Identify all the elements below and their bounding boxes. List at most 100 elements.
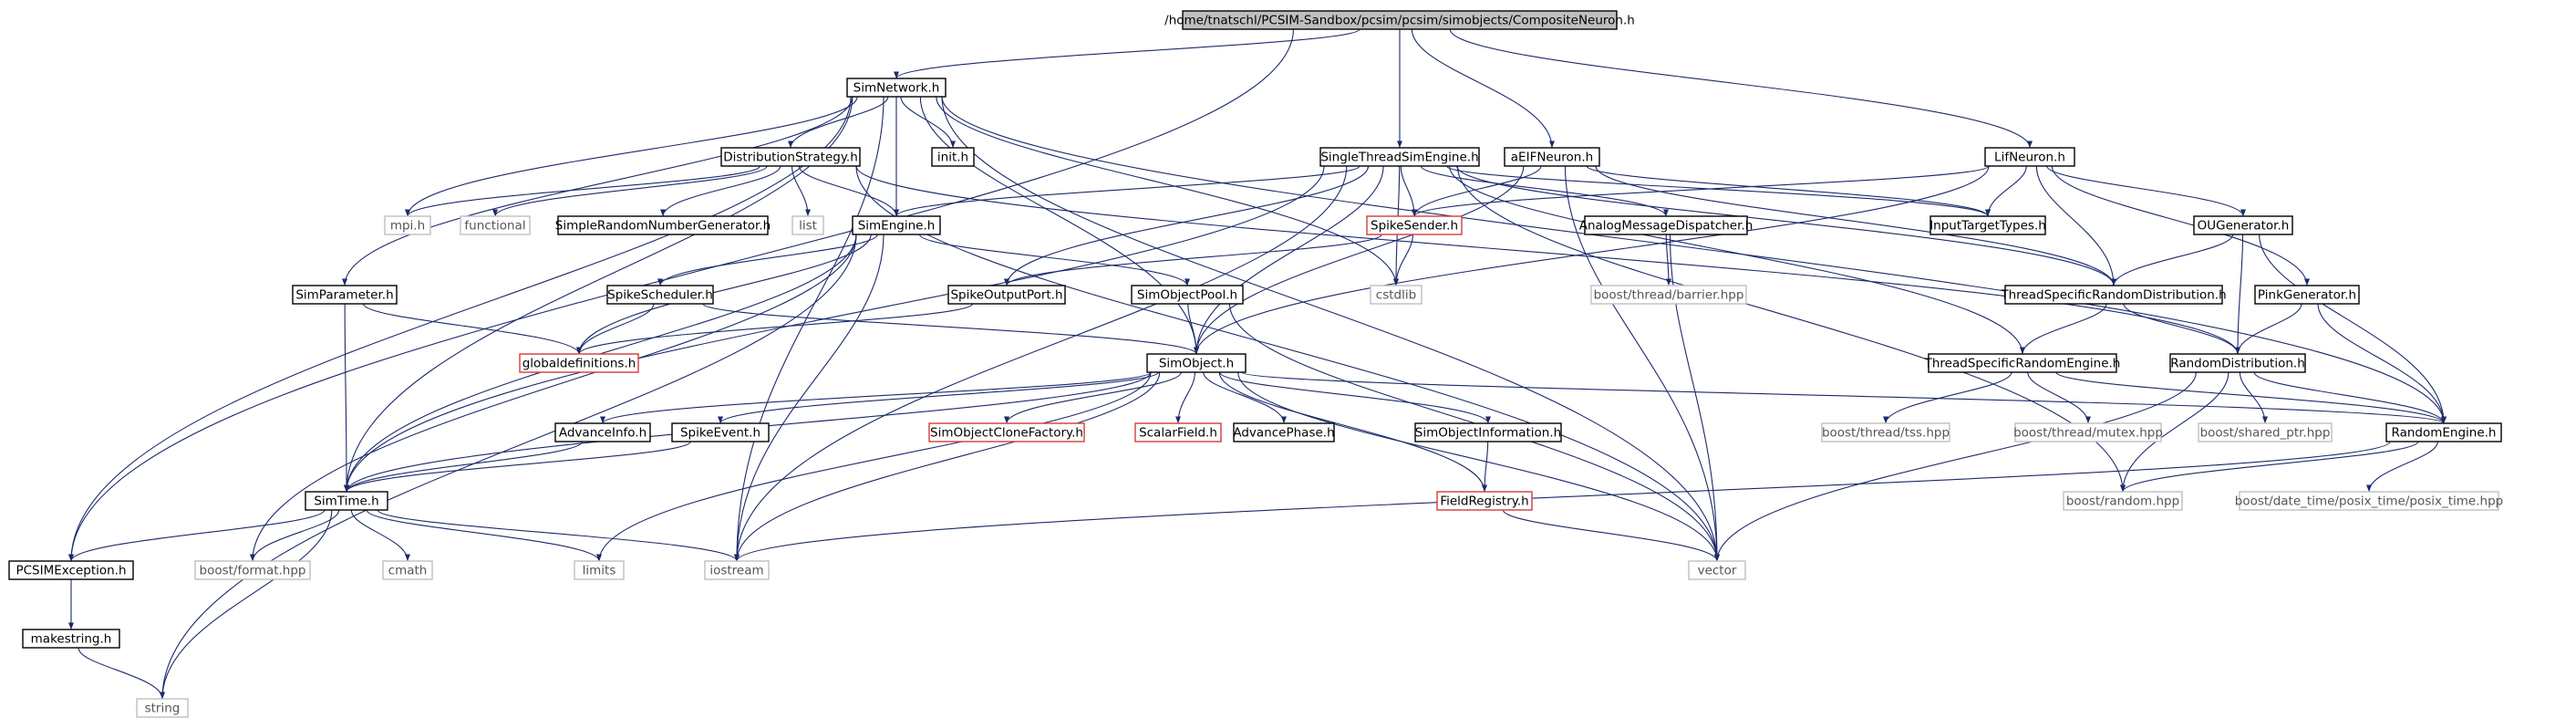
node-makestring[interactable]: makestring.h bbox=[22, 629, 120, 649]
edge-simobject-to-iostream bbox=[733, 371, 1161, 562]
node-tsrengine[interactable]: ThreadSpecificRandomEngine.h bbox=[1924, 353, 2121, 373]
edge-lif-to-simobject bbox=[1193, 165, 1990, 355]
node-fieldreg[interactable]: FieldRegistry.h bbox=[1436, 491, 1533, 511]
node-ougen[interactable]: OUGenerator.h bbox=[2193, 215, 2293, 235]
edge-singlethread-to-tsrdist bbox=[1456, 165, 2116, 286]
node-simnetwork[interactable]: SimNetwork.h bbox=[846, 78, 947, 98]
edge-pinkgen-to-randdist bbox=[2234, 303, 2302, 355]
node-simtime[interactable]: SimTime.h bbox=[305, 491, 388, 511]
node-pcsimexc[interactable]: PCSIMException.h bbox=[8, 560, 134, 580]
node-inputtarget[interactable]: InputTargetTypes.h bbox=[1929, 215, 2046, 235]
node-label: AdvancePhase.h bbox=[1233, 426, 1334, 441]
node-box bbox=[2169, 353, 2306, 373]
node-diststrat[interactable]: DistributionStrategy.h bbox=[720, 147, 861, 167]
edge-line bbox=[1193, 165, 1525, 355]
node-advinfo[interactable]: AdvanceInfo.h bbox=[554, 422, 651, 442]
edge-line bbox=[1481, 441, 1489, 493]
edge-singlethread-to-spikeout bbox=[1003, 165, 1370, 286]
edge-simnetwork-to-simparam bbox=[341, 96, 853, 286]
node-randdist[interactable]: RandomDistribution.h bbox=[2169, 353, 2306, 373]
edge-line bbox=[363, 303, 583, 355]
edge-line bbox=[2259, 234, 2447, 424]
node-singlethread[interactable]: SingleThreadSimEngine.h bbox=[1319, 147, 1480, 167]
edge-simtime-to-string bbox=[159, 509, 333, 700]
edge-line bbox=[78, 647, 166, 700]
edge-spikesched-to-globaldef bbox=[575, 303, 655, 355]
node-label: list bbox=[799, 219, 817, 234]
node-analogdisp[interactable]: AnalogMessageDispatcher.h bbox=[1579, 215, 1754, 235]
node-iostream: iostream bbox=[704, 560, 770, 580]
node-label: boost/random.hpp bbox=[2066, 494, 2179, 509]
node-box bbox=[1436, 491, 1533, 511]
node-spikesender[interactable]: SpikeSender.h bbox=[1366, 215, 1463, 235]
edge-line bbox=[350, 509, 411, 562]
node-scalarfield[interactable]: ScalarField.h bbox=[1134, 422, 1222, 442]
node-cstdlib: cstdlib bbox=[1370, 285, 1422, 305]
node-label: SimNetwork.h bbox=[853, 81, 940, 96]
node-box bbox=[1584, 215, 1748, 235]
node-aeif[interactable]: aEIFNeuron.h bbox=[1504, 147, 1600, 167]
node-simplerng[interactable]: SimpleRandomNumberGenerator.h bbox=[555, 215, 771, 235]
edge-line bbox=[1241, 371, 2447, 424]
edge-analogdisp-to-vector bbox=[1669, 234, 1721, 562]
edge-simobject-to-clonefactory bbox=[1003, 371, 1182, 424]
edge-spikesched-to-simobject bbox=[702, 303, 1199, 355]
node-advphase[interactable]: AdvancePhase.h bbox=[1233, 422, 1335, 442]
edge-line bbox=[2055, 371, 2447, 424]
edge-simengine-to-simobjpool bbox=[918, 234, 1190, 286]
node-barrier: boost/thread/barrier.hpp bbox=[1590, 285, 1747, 305]
node-simobject[interactable]: SimObject.h bbox=[1146, 353, 1247, 373]
edge-spikeevent-to-simtime bbox=[344, 441, 691, 493]
edge-line bbox=[787, 96, 889, 149]
node-spikesched[interactable]: SpikeScheduler.h bbox=[606, 285, 714, 305]
edge-lif-to-inputtarget bbox=[1984, 165, 2027, 217]
edge-line bbox=[2234, 234, 2244, 355]
edge-diststrat-to-list bbox=[791, 165, 812, 217]
node-init[interactable]: init.h bbox=[931, 147, 975, 167]
node-spikeevent[interactable]: SpikeEvent.h bbox=[671, 422, 770, 442]
edge-simobject-to-randengine bbox=[1241, 371, 2447, 424]
edge-line bbox=[343, 303, 350, 493]
node-box bbox=[194, 560, 311, 580]
node-randengine[interactable]: RandomEngine.h bbox=[2385, 422, 2502, 442]
node-globaldef[interactable]: globaldefinitions.h bbox=[519, 353, 639, 373]
edge-simobject-to-simobjinfo bbox=[1219, 371, 1491, 424]
node-lif[interactable]: LifNeuron.h bbox=[1984, 147, 2075, 167]
nodes: /home/tnatschl/PCSIM-Sandbox/pcsim/pcsim… bbox=[8, 10, 2503, 718]
edge-singlethread-to-analogdisp bbox=[1420, 165, 1669, 217]
edge-line bbox=[576, 303, 974, 355]
edge-line bbox=[159, 509, 333, 700]
node-pinkgen[interactable]: PinkGenerator.h bbox=[2254, 285, 2360, 305]
edge-diststrat-to-mpi bbox=[405, 165, 760, 217]
edge-line bbox=[2365, 441, 2438, 493]
node-box bbox=[2385, 422, 2502, 442]
edge-line bbox=[2035, 165, 2117, 286]
node-box bbox=[1370, 285, 1422, 305]
edge-line bbox=[1392, 234, 1413, 286]
edge-line bbox=[1219, 371, 1491, 424]
node-label: SimTime.h bbox=[314, 494, 378, 509]
node-clonefactory[interactable]: SimObjectCloneFactory.h bbox=[928, 422, 1085, 442]
node-tsrdist[interactable]: ThreadSpecificRandomDistribution.h bbox=[2000, 285, 2227, 305]
edge-tsrdist-to-tsrengine bbox=[2019, 303, 2107, 355]
node-box bbox=[574, 560, 625, 580]
node-box bbox=[928, 422, 1085, 442]
node-box bbox=[22, 629, 120, 649]
edge-simobjinfo-to-fieldreg bbox=[1481, 441, 1489, 493]
edge-makestring-to-string bbox=[78, 647, 166, 700]
node-mpi: mpi.h bbox=[384, 215, 431, 235]
node-simobjpool[interactable]: SimObjectPool.h bbox=[1131, 285, 1244, 305]
node-box bbox=[791, 215, 824, 235]
node-box bbox=[2239, 491, 2499, 511]
edge-line bbox=[341, 96, 853, 286]
node-box bbox=[2063, 491, 2183, 511]
edge-singlethread-to-boostrandom bbox=[1456, 165, 2126, 493]
edge-line bbox=[1456, 165, 2126, 493]
node-box bbox=[1928, 353, 2117, 373]
node-root[interactable]: /home/tnatschl/PCSIM-Sandbox/pcsim/pcsim… bbox=[1164, 10, 1635, 30]
node-simengine[interactable]: SimEngine.h bbox=[852, 215, 941, 235]
node-spikeout[interactable]: SpikeOutputPort.h bbox=[947, 285, 1066, 305]
node-simparam[interactable]: SimParameter.h bbox=[292, 285, 398, 305]
node-simobjinfo[interactable]: SimObjectInformation.h bbox=[1414, 422, 1562, 442]
edge-line bbox=[1174, 371, 1195, 424]
